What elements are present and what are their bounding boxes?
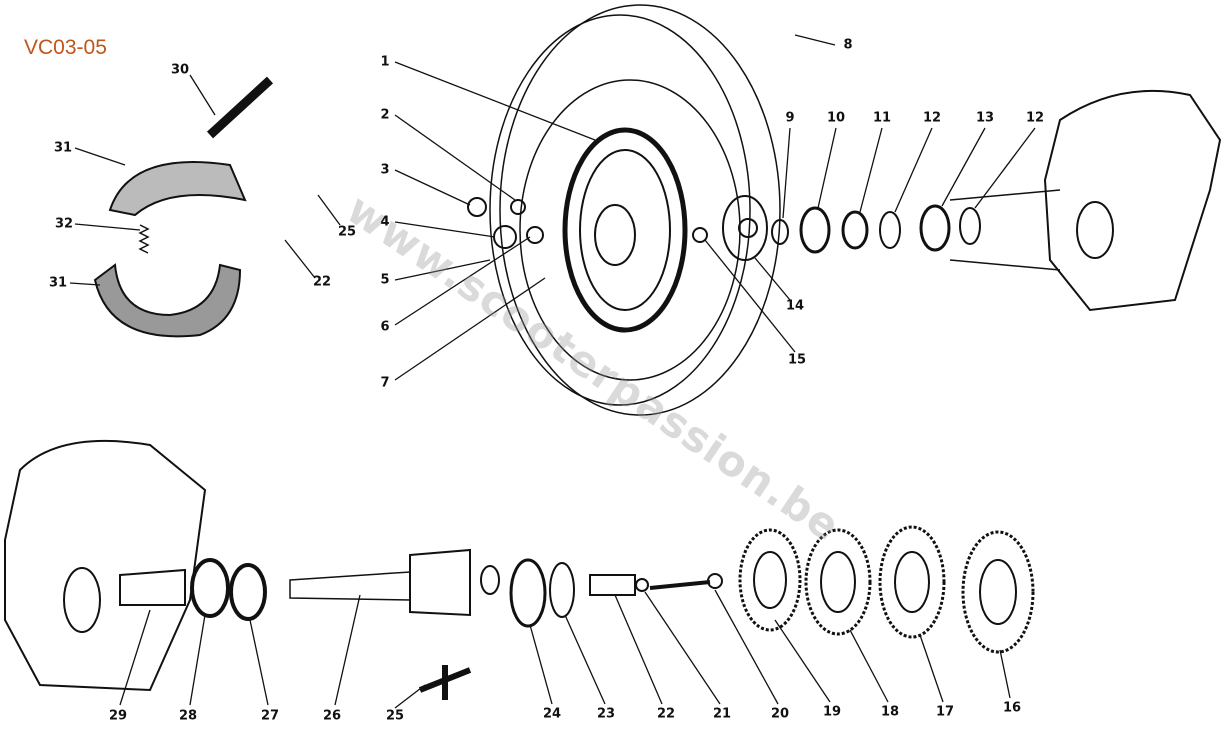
part-label: 9: [785, 110, 795, 126]
brake-shoe-upper: [108, 161, 247, 217]
part-label: 12: [1025, 110, 1045, 126]
part-label: 2: [380, 107, 390, 123]
part-label: 22: [312, 274, 332, 290]
pin-30: [206, 76, 274, 139]
spring: [138, 224, 150, 254]
gears: [738, 525, 1035, 654]
part-label: 4: [380, 214, 390, 230]
part-label: 16: [1002, 700, 1022, 716]
part-label: 24: [542, 706, 562, 722]
hub-flange: [722, 195, 768, 261]
part-label: 25: [385, 708, 405, 724]
brake-shoe-lower: [93, 263, 242, 338]
part-label: 1: [380, 54, 390, 70]
part-label: 5: [380, 272, 390, 288]
part-label: 23: [596, 706, 616, 722]
cross-piece-25: [418, 665, 472, 700]
engine-case-right: [949, 89, 1222, 312]
part-label: 12: [922, 110, 942, 126]
part-label: 3: [380, 162, 390, 178]
engine-case-left: [4, 439, 207, 692]
shaft-assembly: [119, 548, 723, 628]
part-label: 22: [656, 706, 676, 722]
part-label: 15: [787, 352, 807, 368]
part-label: 32: [54, 216, 74, 232]
part-label: 19: [822, 704, 842, 720]
part-label: 7: [380, 375, 390, 391]
brake-drum: [562, 127, 688, 333]
part-label: 30: [170, 62, 190, 78]
part-label: 11: [872, 110, 892, 126]
bearings-and-circlips: [771, 204, 981, 254]
part-label: 25: [337, 224, 357, 240]
diagram-title: VC03-05: [24, 36, 107, 59]
gear-hubs: [753, 551, 1017, 625]
part-label: 29: [108, 708, 128, 724]
part-label: 14: [785, 298, 805, 314]
part-label: 31: [53, 140, 73, 156]
part-label: 13: [975, 110, 995, 126]
part-label: 17: [935, 704, 955, 720]
part-label: 18: [880, 704, 900, 720]
leader-lines: [69, 34, 1036, 709]
part-label: 21: [712, 706, 732, 722]
nuts-washers: [467, 197, 708, 249]
part-label: 6: [380, 319, 390, 335]
part-label: 27: [260, 708, 280, 724]
part-label: 31: [48, 275, 68, 291]
part-label: 26: [322, 708, 342, 724]
part-label: 10: [826, 110, 846, 126]
part-label: 20: [770, 706, 790, 722]
part-label: 8: [843, 37, 853, 53]
part-label: 28: [178, 708, 198, 724]
